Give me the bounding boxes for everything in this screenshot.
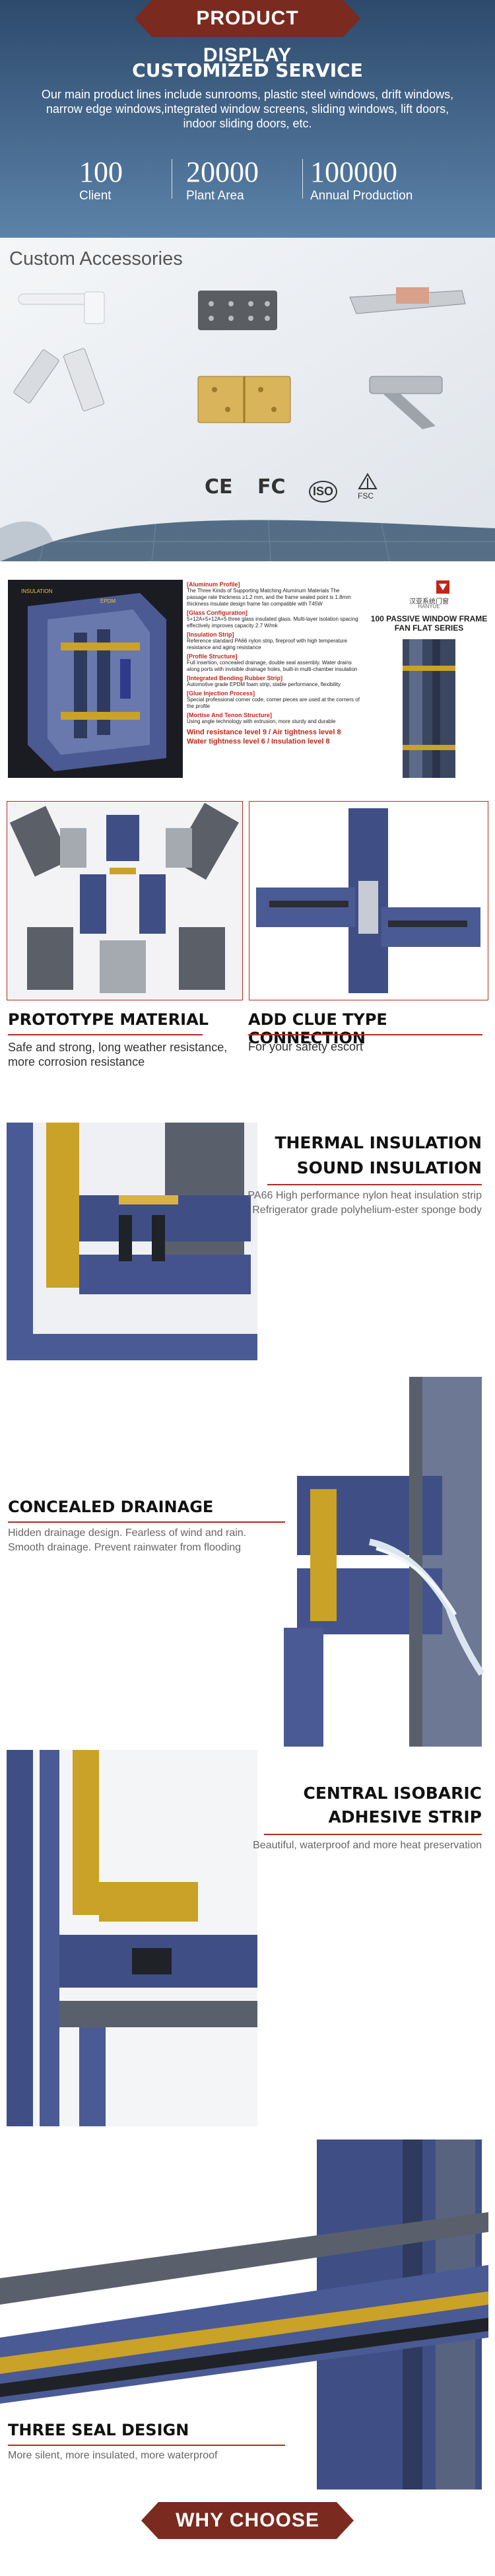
cross-section-illustration: INSULATION EPDM (8, 580, 183, 778)
spec-body: Using angle technology with extrusion, m… (187, 718, 336, 724)
seal-section: THREE SEAL DESIGN More silent, more insu… (0, 2140, 495, 2489)
seal-title-underline (8, 2445, 285, 2446)
certifications-row: CE FC ISO FSC (205, 473, 403, 508)
spec-head: [Insulation Strip] (187, 631, 234, 638)
spec-insulation-strip: [Insulation Strip] Reference standard PA… (187, 631, 360, 651)
thermal-line-1: PA66 High performance nylon heat insulat… (248, 1190, 482, 1201)
stat-annual-production-label: Annual Production (310, 189, 413, 203)
customized-service-title: CUSTOMIZED SERVICE (132, 59, 363, 81)
stat-plant-area-value: 20000 (186, 156, 259, 188)
spec-aluminum-profile: [Aluminum Profile] The Three Kinds of Su… (187, 581, 360, 608)
prototype-material-title: PROTOTYPE MATERIAL (8, 1010, 209, 1029)
glue-image-frame (249, 801, 488, 1000)
spec-text-block: [Aluminum Profile] The Three Kinds of Su… (187, 581, 360, 779)
prototype-description: Safe and strong, long weather resistance… (8, 1041, 228, 1068)
stat-client: 100 Client (79, 155, 165, 203)
prototype-image-frame (7, 801, 243, 1000)
isobaric-section: CENTRAL ISOBARIC ADHESIVE STRIP Beautifu… (0, 1750, 495, 2130)
stat-annual-production-value: 100000 (310, 156, 397, 188)
silver-hinges-icon (13, 348, 105, 411)
accessories-illustration (13, 287, 466, 429)
thermal-title: THERMAL INSULATION SOUND INSULATION (275, 1133, 482, 1177)
stat-plant-area: 20000 Plant Area (186, 155, 298, 203)
spec-ratings-2: Water tightness level 6 / Insulation lev… (187, 738, 330, 746)
drainage-section: CONCEALED DRAINAGE Hidden drainage desig… (0, 1377, 495, 1747)
handle-icon (18, 291, 105, 324)
seal-profile-illustration (0, 2140, 495, 2489)
thermal-line-2: Refrigerator grade polyhelium-ester spon… (252, 1204, 482, 1216)
spec-head: [Glue Injection Process] (187, 690, 255, 697)
spec-head: [Profile Structure] (187, 653, 238, 660)
spec-body: Automotive grade EPDM foam strip, stable… (187, 681, 341, 687)
brass-hinge-icon (197, 376, 291, 423)
spec-body: Reference standard PA66 nylon strip, fir… (187, 638, 348, 650)
glue-description: For your safety escort (248, 1040, 364, 1053)
spec-mortise-tenon: [Mortise And Tenon Structure] Using angl… (187, 712, 360, 725)
drainage-line-1: Hidden drainage design. Fearless of wind… (8, 1527, 247, 1539)
spec-head: [Mortise And Tenon Structure] (187, 712, 272, 718)
corner-connector-illustration (256, 808, 480, 993)
service-description: Our main product lines include sunrooms,… (41, 88, 454, 130)
isobaric-title: CENTRAL ISOBARIC ADHESIVE STRIP (303, 1784, 482, 1827)
fsc-cert-icon: FSC (358, 491, 374, 501)
isobaric-title-underline (264, 1834, 482, 1835)
series-title: 100 PASSIVE WINDOW FRAME FAN FLAT SERIES (370, 614, 488, 633)
spec-head: [Glass Configuration] (187, 609, 248, 616)
spec-glue-injection: [Glue Injection Process] Special profess… (187, 690, 360, 710)
spec-head: [Aluminum Profile] (187, 581, 240, 588)
prototype-glue-section: PROTOTYPE MATERIAL Safe and strong, long… (0, 796, 495, 1073)
glue-title-underline (248, 1034, 482, 1035)
spec-profile-structure: [Profile Structure] Full insertion, conc… (187, 653, 360, 673)
svg-text:EPDM: EPDM (100, 598, 116, 604)
custom-accessories-title: Custom Accessories (9, 248, 183, 269)
spec-body: The Three Kinds of Supporting Matching A… (187, 588, 351, 607)
stat-annual-production: 100000 Annual Production (310, 155, 462, 203)
thermal-title-underline (267, 1184, 482, 1185)
fsc-tree-icon (358, 473, 378, 489)
door-closer-icon (369, 376, 443, 429)
isobaric-description: Beautiful, waterproof and more heat pres… (253, 1840, 482, 1851)
drainage-line-2: Smooth drainage. Prevent rainwater from … (8, 1542, 242, 1553)
drainage-title-underline (8, 1521, 285, 1523)
glue-connection-title: ADD CLUE TYPE CONNECTION (248, 1010, 387, 1047)
profiles-illustration (9, 802, 239, 993)
isobaric-profile-illustration (7, 1750, 257, 2126)
hinge-icon (198, 291, 277, 330)
why-choose-us-banner: WHY CHOOSE US (141, 2502, 354, 2568)
stat-divider (302, 159, 303, 199)
spec-head: [Integrated Bending Rubber Strip] (187, 675, 282, 681)
svg-text:INSULATION: INSULATION (21, 588, 53, 594)
series-panel: 汉亚系统门窗 HANYUE 100 PASSIVE WINDOW FRAME F… (370, 580, 488, 778)
spec-body: Special professional corner code, corner… (187, 697, 360, 709)
ce-cert-icon: CE (205, 475, 233, 499)
window-profile-illustration (403, 639, 455, 778)
friction-stay-icon (349, 287, 466, 314)
fc-cert-icon: FC (257, 475, 286, 499)
stats-row: 100 Client 20000 Plant Area 100000 Annua… (79, 155, 475, 208)
spec-body: 5+12A+5+12A+5 three glass insulated glas… (187, 616, 358, 629)
spec-glass-configuration: [Glass Configuration] 5+12A+5+12A+5 thre… (187, 609, 360, 629)
brand-name-en: HANYUE (418, 604, 440, 609)
thermal-profile-illustration (7, 1123, 257, 1360)
drainage-title: CONCEALED DRAINAGE (8, 1498, 214, 1516)
drainage-profile-illustration (257, 1377, 488, 1747)
iso-cert-icon: ISO (309, 481, 338, 503)
spec-ratings-1: Wind resistance level 9 / Air tightness … (187, 728, 341, 736)
spec-rubber-strip: [Integrated Bending Rubber Strip] Automo… (187, 675, 360, 688)
product-display-banner: PRODUCT DISPLAY (135, 0, 360, 66)
spec-body: Full insertion, concealed drainage, doub… (187, 660, 358, 672)
thermal-section: THERMAL INSULATION SOUND INSULATION PA66… (0, 1116, 495, 1374)
brand-name-cn: 汉亚系统门窗 (409, 598, 449, 606)
stat-client-label: Client (79, 189, 112, 203)
seal-description: More silent, more insulated, more waterp… (8, 2450, 218, 2461)
brand-logo-icon (436, 580, 449, 594)
spec-section: INSULATION EPDM [Aluminum Profile] The T… (0, 574, 495, 786)
product-display-section: PRODUCT DISPLAY CUSTOMIZED SERVICE Our m… (0, 0, 495, 561)
stat-plant-area-label: Plant Area (186, 189, 244, 203)
seal-title: THREE SEAL DESIGN (8, 2421, 189, 2439)
prototype-title-underline (8, 1034, 203, 1035)
stat-client-value: 100 (79, 156, 123, 188)
